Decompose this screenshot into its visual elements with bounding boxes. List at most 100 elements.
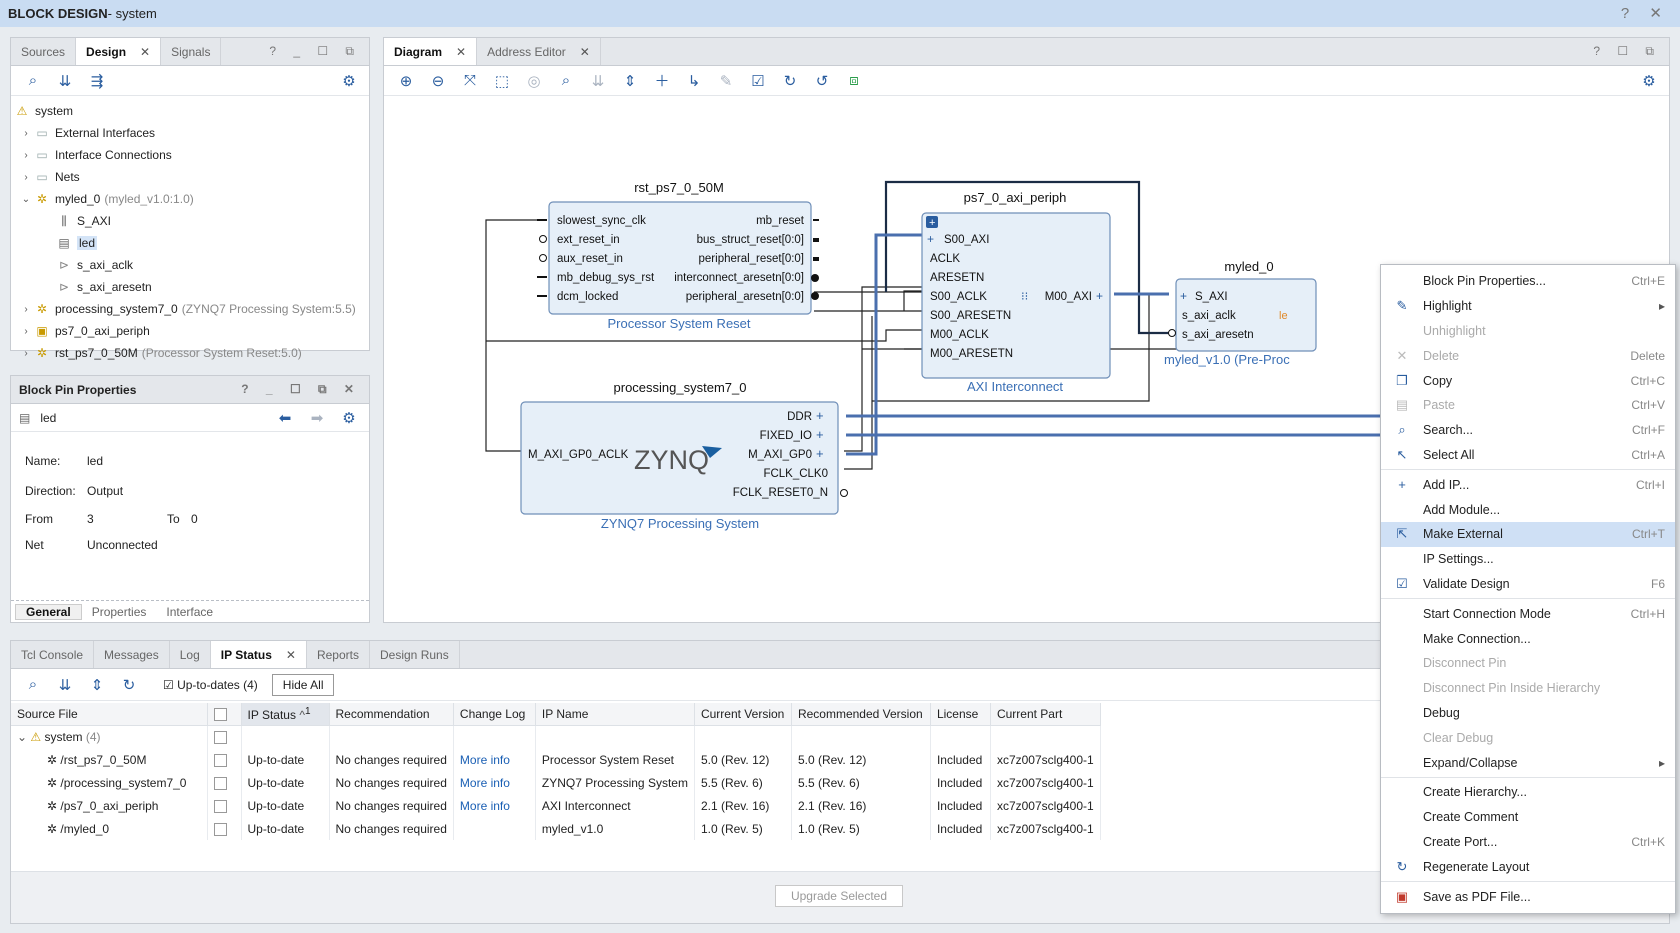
expand-icon[interactable]: ⇕ (623, 72, 637, 90)
tree-item-interface-connections[interactable]: ›▭Interface Connections (11, 144, 369, 166)
menu-item-create-comment[interactable]: Create Comment (1381, 805, 1675, 830)
row-checkbox[interactable] (213, 822, 227, 836)
menu-item-add-module[interactable]: Add Module... (1381, 497, 1675, 522)
pin-led-partial[interactable]: le (1279, 310, 1288, 322)
menu-item-add-ip[interactable]: +Add IP...Ctrl+I (1381, 472, 1675, 497)
row-checkbox[interactable] (213, 799, 227, 813)
close-icon[interactable]: ✕ (285, 647, 296, 662)
bus-plus-icon[interactable]: + (927, 232, 934, 246)
search-icon[interactable]: ⌕ (28, 72, 38, 89)
pin-s-axi[interactable]: S_AXI (1195, 291, 1228, 303)
tab-reports[interactable]: Reports (307, 641, 370, 668)
pin-interconnect-aresetn[interactable]: interconnect_aresetn[0:0] (674, 272, 804, 284)
block-body[interactable] (548, 201, 812, 315)
tab-interface[interactable]: Interface (166, 604, 214, 619)
col-recommended-version[interactable]: Recommended Version (791, 703, 931, 726)
table-row[interactable]: ✲ /ps7_0_axi_periph Up-to-date No change… (11, 794, 1101, 817)
run-automation-icon[interactable]: ↳ (687, 72, 701, 90)
tree-item-external-interfaces[interactable]: ›▭External Interfaces (11, 122, 369, 144)
tree-item-ps7-0-axi-periph[interactable]: ›▣ps7_0_axi_periph (11, 320, 369, 342)
tree-item-nets[interactable]: ›▭Nets (11, 166, 369, 188)
pin-s00-axi[interactable]: S00_AXI (944, 234, 989, 246)
menu-item-expand-collapse[interactable]: Expand/Collapse▸ (1381, 750, 1675, 775)
tab-signals[interactable]: Signals (161, 38, 222, 65)
chevron-right-icon[interactable]: › (24, 325, 28, 337)
menu-item-debug[interactable]: Debug (1381, 701, 1675, 726)
prop-value[interactable]: Output (87, 484, 124, 498)
pin-peripheral-aresetn[interactable]: peripheral_aresetn[0:0] (686, 291, 804, 303)
tab-ip-status[interactable]: IP Status✕ (210, 641, 307, 668)
tab-tcl-console[interactable]: Tcl Console (11, 641, 95, 668)
menu-item-regenerate-layout[interactable]: ↻Regenerate Layout (1381, 854, 1675, 879)
pin-m-axi-gp0[interactable]: M_AXI_GP0 (748, 449, 812, 461)
tab-general[interactable]: General (15, 603, 82, 620)
chevron-right-icon[interactable]: › (24, 149, 28, 161)
block-processing-system7-0[interactable]: processing_system7_0 M_AXI_GP0_ACLK ZYNQ… (520, 380, 848, 531)
add-icon[interactable]: ＋ (654, 73, 670, 90)
block-body[interactable] (921, 212, 1111, 379)
pin-s00-aresetn[interactable]: S00_ARESETN (930, 310, 1011, 322)
table-row[interactable]: ✲ /rst_ps7_0_50M Up-to-date No changes r… (11, 748, 1101, 771)
pin-fclk-reset0-n[interactable]: FCLK_RESET0_N (733, 487, 828, 499)
tree-item-s-axi-aresetn[interactable]: ⊳s_axi_aresetn (11, 276, 369, 298)
validate-icon[interactable]: ☑ (751, 72, 765, 90)
pin-m00-axi[interactable]: M00_AXI (1045, 291, 1092, 303)
search-icon[interactable]: ⌕ (28, 676, 38, 693)
pin-m-axi-gp0-aclk[interactable]: M_AXI_GP0_ACLK (528, 449, 629, 461)
zoom-in-icon[interactable]: ⊕ (399, 72, 413, 90)
upgrade-selected-button[interactable]: Upgrade Selected (775, 885, 903, 907)
expand-all-icon[interactable]: ⇕ (90, 676, 104, 694)
pin-mb-debug-sys-rst[interactable]: mb_debug_sys_rst (557, 272, 655, 284)
block-rst-ps7-0-50m[interactable]: rst_ps7_0_50M slowest_sync_clk ext_reset… (537, 180, 819, 331)
gear-icon[interactable]: ⚙ (342, 72, 356, 90)
menu-item-search[interactable]: ⌕Search...Ctrl+F (1381, 418, 1675, 443)
uptodates-checkbox[interactable]: ☑ Up-to-dates (4) (163, 677, 258, 692)
block-ps7-0-axi-periph[interactable]: ps7_0_axi_periph + + S00_AXI ACLK ARESET… (921, 190, 1111, 394)
bus-plus-icon[interactable]: + (1096, 289, 1103, 303)
select-all-checkbox[interactable] (213, 707, 227, 721)
pin-peripheral-reset[interactable]: peripheral_reset[0:0] (699, 253, 804, 265)
chevron-right-icon[interactable]: › (24, 171, 28, 183)
menu-item-make-connection[interactable]: Make Connection... (1381, 626, 1675, 651)
menu-item-block-pin-properties[interactable]: Block Pin Properties...Ctrl+E (1381, 269, 1675, 294)
table-group-row[interactable]: ⌄ ⚠ system (4) (11, 725, 1101, 748)
col-change-log[interactable]: Change Log (453, 703, 536, 726)
col-ip-status[interactable]: IP Status ^1 (241, 703, 330, 726)
tree-item-led[interactable]: ▤led (11, 232, 369, 254)
row-checkbox[interactable] (213, 730, 227, 744)
pin-aresetn[interactable]: ARESETN (930, 272, 984, 284)
col-source-file[interactable]: Source File (11, 703, 208, 726)
tree-item-rst-ps7-0-50m[interactable]: ›✲rst_ps7_0_50M(Processor System Reset:5… (11, 342, 369, 364)
chevron-down-icon[interactable]: ⌄ (17, 729, 28, 744)
gear-icon[interactable]: ⚙ (1642, 72, 1656, 90)
tab-messages[interactable]: Messages (94, 641, 170, 668)
pin-icon[interactable]: ⧈ (849, 72, 859, 89)
prop-value[interactable]: led (87, 454, 104, 468)
col-license[interactable]: License (930, 703, 991, 726)
pin-s-axi-aresetn[interactable]: s_axi_aresetn (1182, 329, 1254, 341)
regenerate-layout-icon[interactable]: ↺ (815, 72, 829, 90)
menu-item-create-hierarchy[interactable]: Create Hierarchy... (1381, 780, 1675, 805)
expand-hierarchy-icon[interactable] (926, 216, 938, 228)
pin-ext-reset-in[interactable]: ext_reset_in (557, 234, 620, 246)
pin-ddr[interactable]: DDR (787, 411, 812, 423)
refresh-icon[interactable]: ↻ (122, 676, 136, 694)
close-icon[interactable]: ✕ (579, 44, 590, 59)
wrench-icon[interactable]: ✎ (719, 72, 733, 90)
tree-item-processing-system7-0[interactable]: ›✲processing_system7_0(ZYNQ7 Processing … (11, 298, 369, 320)
zoom-out-icon[interactable]: ⊖ (431, 72, 445, 90)
pin-aclk[interactable]: ACLK (930, 253, 960, 265)
menu-item-create-port[interactable]: Create Port...Ctrl+K (1381, 830, 1675, 855)
table-row[interactable]: ✲ /processing_system7_0 Up-to-date No ch… (11, 771, 1101, 794)
pin-mb-reset[interactable]: mb_reset (756, 215, 805, 227)
tree-item-s-axi-aclk[interactable]: ⊳s_axi_aclk (11, 254, 369, 276)
menu-item-highlight[interactable]: ✎Highlight▸ (1381, 294, 1675, 319)
col-ip-name[interactable]: IP Name (535, 703, 695, 726)
row-checkbox[interactable] (213, 753, 227, 767)
collapse-all-icon[interactable]: ⇊ (58, 676, 72, 694)
block-body[interactable] (1175, 278, 1317, 352)
tab-diagram[interactable]: Diagram✕ (384, 38, 478, 65)
